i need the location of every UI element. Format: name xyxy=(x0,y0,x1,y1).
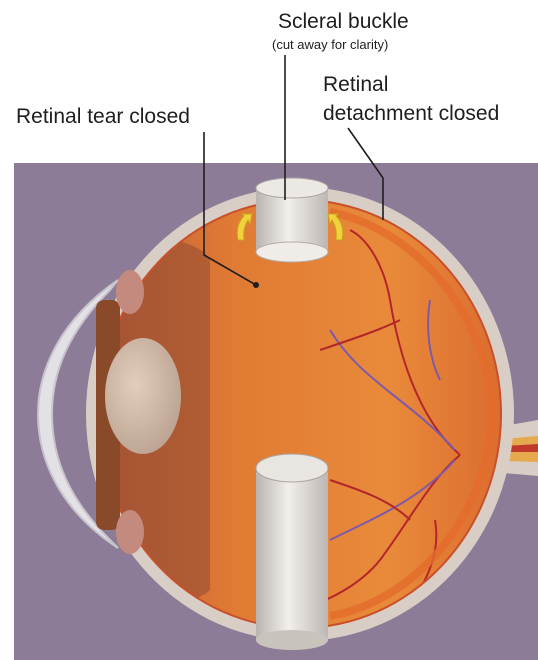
scleral-buckle-bottom xyxy=(256,454,328,650)
ciliary-body-top xyxy=(116,270,144,314)
ciliary-body-bottom xyxy=(116,510,144,554)
scleral-buckle-note: (cut away for clarity) xyxy=(272,37,388,52)
retinal-tear-label: Retinal tear closed xyxy=(16,105,190,129)
scleral-buckle-label: Scleral buckle xyxy=(278,10,409,34)
retinal-detachment-label-line1: Retinal xyxy=(323,73,388,97)
retinal-detachment-label-line2: detachment closed xyxy=(323,102,499,126)
scleral-buckle-top xyxy=(256,178,328,262)
lens xyxy=(105,338,181,454)
tear-marker xyxy=(253,282,259,288)
